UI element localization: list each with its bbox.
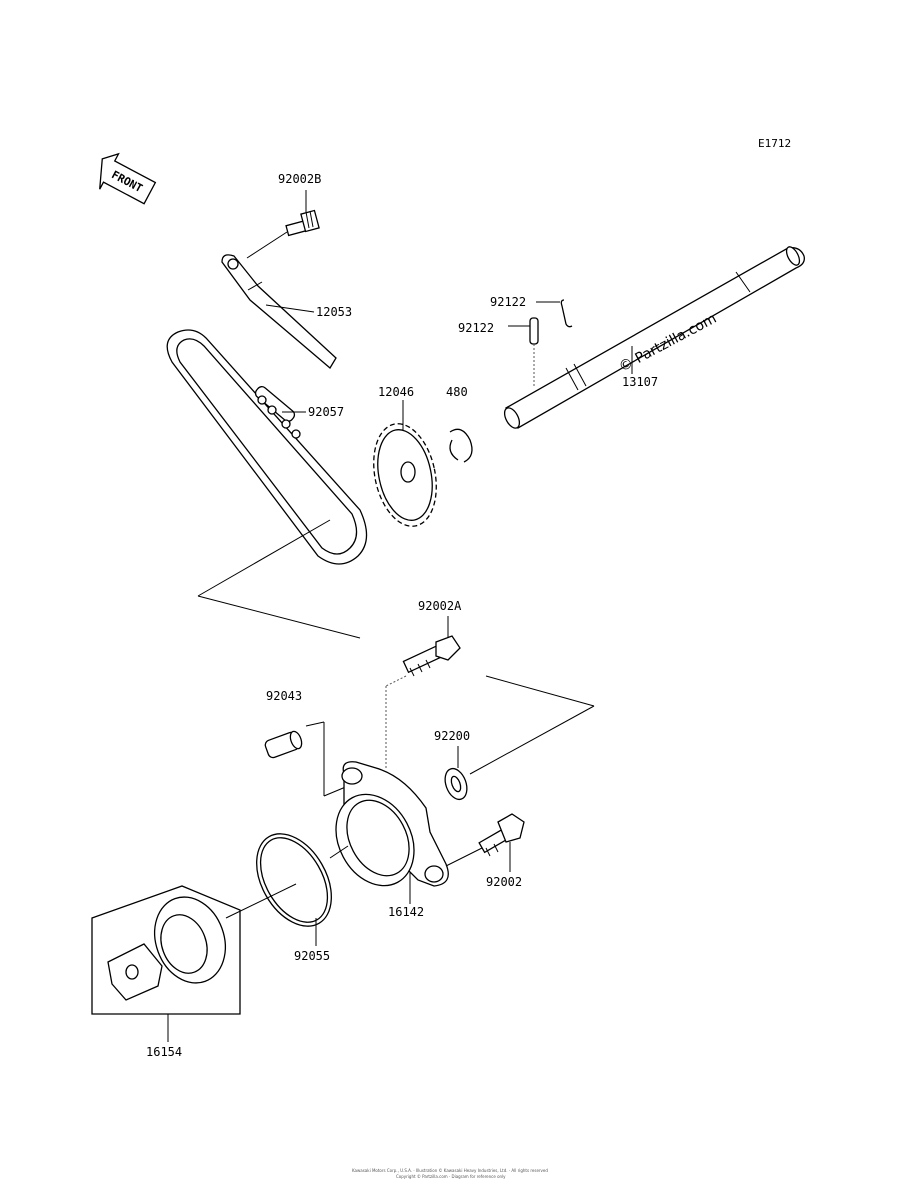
o-ring-92055[interactable]: [241, 821, 346, 940]
washer-92200[interactable]: [441, 766, 471, 803]
footer-line-1: Kawasaki Motors Corp., U.S.A. · Illustra…: [352, 1168, 548, 1173]
circlip-480[interactable]: [449, 428, 473, 463]
label-16154: 16154: [146, 1045, 182, 1059]
label-480: 480: [446, 385, 468, 399]
rotor-set-16154[interactable]: [91, 885, 241, 1015]
shaft-13107[interactable]: [502, 245, 805, 431]
label-12053: 12053: [316, 305, 352, 319]
chain-guide-12053[interactable]: [221, 254, 337, 369]
front-arrow-icon: FRONT: [99, 152, 157, 205]
bolt-92002A[interactable]: [402, 635, 461, 677]
label-92122-upper: 92122: [490, 295, 526, 309]
footer-line-2: Copyright © Partzilla.com · Diagram for …: [396, 1174, 506, 1179]
label-92055: 92055: [294, 949, 330, 963]
pin-92122-upper[interactable]: [560, 299, 573, 328]
dowel-92043[interactable]: [264, 730, 304, 759]
drive-chain[interactable]: [166, 329, 368, 565]
label-92002: 92002: [486, 875, 522, 889]
label-92057: 92057: [308, 405, 344, 419]
bolt-92002[interactable]: [478, 813, 525, 857]
sprocket-12046[interactable]: [365, 418, 445, 532]
pump-housing-16142[interactable]: [321, 761, 449, 900]
pin-92122-lower[interactable]: [529, 317, 539, 345]
label-16142: 16142: [388, 905, 424, 919]
label-92200: 92200: [434, 729, 470, 743]
bolt-92002B[interactable]: [285, 209, 320, 237]
chain-link-92057[interactable]: [254, 385, 301, 439]
label-13107: 13107: [622, 375, 658, 389]
label-92122-lower: 92122: [458, 321, 494, 335]
label-92043: 92043: [266, 689, 302, 703]
label-92002A: 92002A: [418, 599, 462, 613]
label-92002B: 92002B: [278, 172, 321, 186]
diagram-code: E1712: [758, 137, 791, 150]
label-12046: 12046: [378, 385, 414, 399]
